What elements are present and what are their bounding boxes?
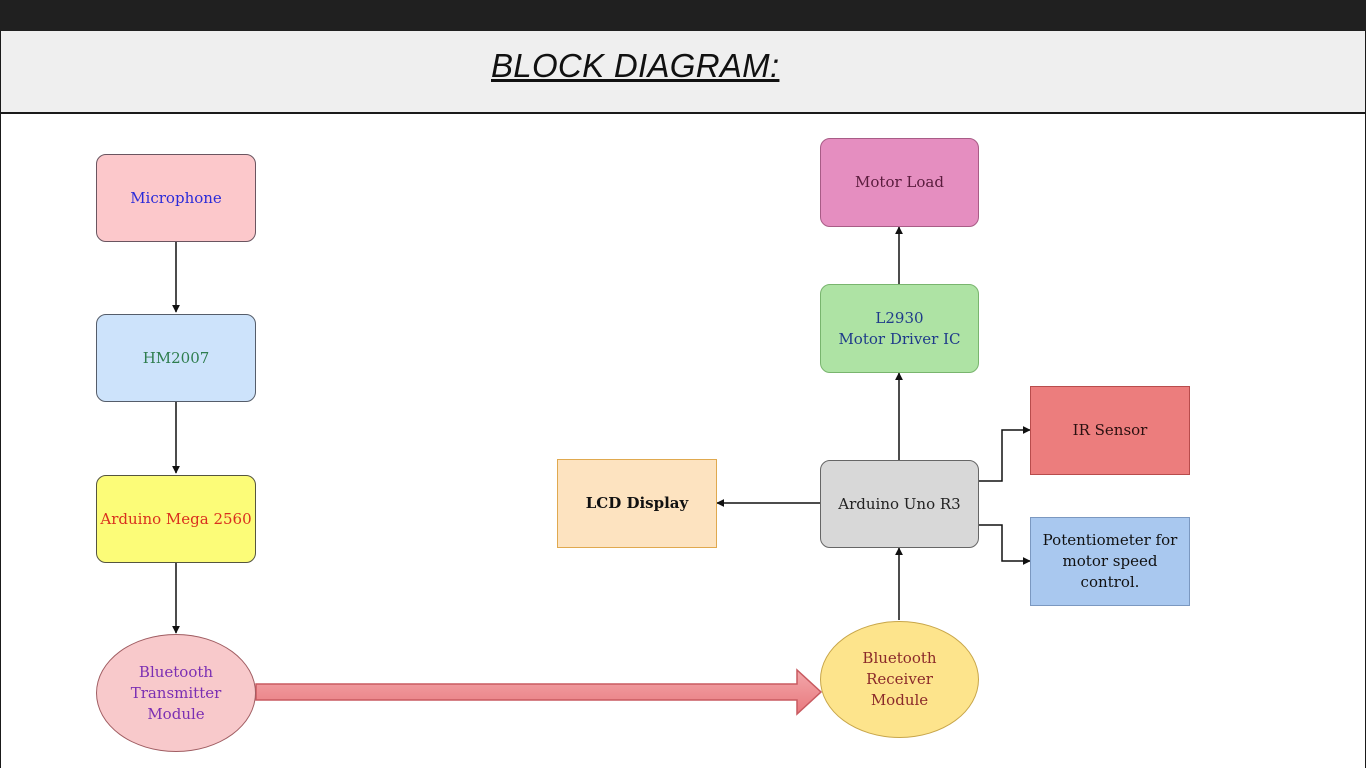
node-ir-sensor: IR Sensor — [1030, 386, 1190, 475]
node-arduino-mega: Arduino Mega 2560 — [96, 475, 256, 563]
node-microphone-label: Microphone — [130, 188, 222, 207]
node-arduino-uno-label: Arduino Uno R3 — [838, 494, 961, 513]
node-motor-driver-label: L2930 Motor Driver IC — [838, 308, 961, 348]
node-bt-transmitter-label: Bluetooth Transmitter Module — [130, 662, 222, 723]
node-arduino-mega-label: Arduino Mega 2560 — [100, 509, 252, 528]
conn-bt-transmitter-bt-receiver — [255, 668, 823, 716]
node-motor-load-label: Motor Load — [855, 173, 944, 191]
node-potentiometer: Potentiometer for motor speed control. — [1030, 517, 1190, 606]
node-bt-receiver-label: Bluetooth Receiver Module — [862, 649, 937, 709]
node-lcd-display-label: LCD Display — [585, 494, 689, 512]
node-motor-driver: L2930 Motor Driver IC — [820, 284, 979, 373]
diagram-canvas: Microphone HM2007 Arduino Mega 2560 Blue… — [0, 114, 1366, 768]
slide-header — [0, 31, 1366, 114]
node-hm2007-label: HM2007 — [142, 348, 210, 367]
node-hm2007: HM2007 — [96, 314, 256, 402]
slide-title: BLOCK DIAGRAM: — [491, 47, 780, 84]
conn-arduino-uno-potentiometer — [978, 524, 1031, 565]
node-arduino-uno: Arduino Uno R3 — [820, 460, 979, 548]
node-bt-transmitter: Bluetooth Transmitter Module — [96, 634, 256, 752]
top-bar — [0, 0, 1366, 31]
node-microphone: Microphone — [96, 154, 256, 242]
node-bt-receiver: Bluetooth Receiver Module — [820, 621, 979, 738]
connector-layer — [172, 226, 1031, 716]
node-motor-load: Motor Load — [820, 138, 979, 227]
node-ir-sensor-label: IR Sensor — [1072, 421, 1148, 439]
conn-arduino-uno-ir-sensor — [978, 426, 1031, 482]
node-potentiometer-label: Potentiometer for motor speed control. — [1042, 531, 1178, 591]
node-lcd-display: LCD Display — [557, 459, 717, 548]
